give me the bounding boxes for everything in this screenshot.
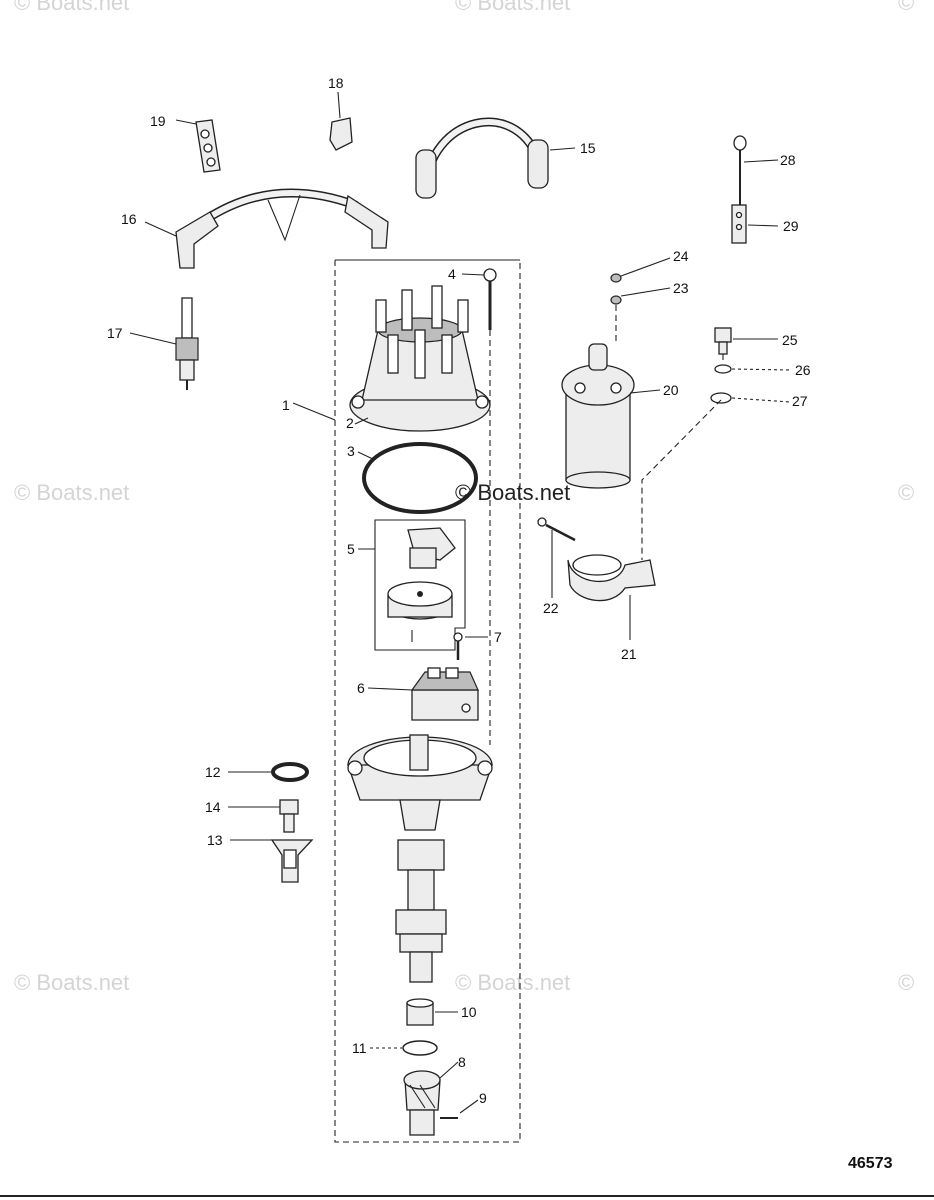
distributor-cap [349,285,491,432]
callout-12: 12 [205,764,221,780]
flat-washer [710,392,732,404]
ground-clip [731,204,747,244]
callout-labels: 1 2 3 4 5 6 7 8 9 10 11 12 13 14 15 16 1… [107,75,811,1106]
callout-13: 13 [207,832,223,848]
ground-strap [733,135,747,205]
callout-19: 19 [150,113,166,129]
callout-8: 8 [458,1054,466,1070]
callout-2: 2 [346,415,354,431]
callout-20: 20 [663,382,679,398]
bracket-bolt [714,327,732,355]
distributor-assembly-frame [334,259,521,1143]
module-screw [453,632,463,660]
spark-plug [175,297,199,390]
figure-number: 46573 [848,1155,893,1172]
bracket-screw [537,517,576,542]
coil-bracket [567,554,656,602]
watermark-top-right: © [898,0,914,15]
callout-9: 9 [479,1090,487,1106]
callout-5: 5 [347,541,355,557]
wire-separator [195,119,221,173]
callout-18: 18 [328,75,344,91]
drive-gear [403,1070,441,1136]
callout-28: 28 [780,152,796,168]
housing-seal [271,762,309,782]
watermark-mid-left: © Boats.net [14,480,129,505]
callout-17: 17 [107,325,123,341]
wire-clip-small [329,117,353,151]
callout-4: 4 [448,266,456,282]
watermark-top-center: © Boats.net [455,0,570,15]
leader-lines [129,91,791,1114]
cap-screw [483,268,497,330]
distributor-housing [347,734,493,983]
watermark-low-right: © [898,970,914,995]
watermark-low-center: © Boats.net [455,970,570,995]
callout-16: 16 [121,211,137,227]
callout-29: 29 [783,218,799,234]
callout-7: 7 [494,629,502,645]
hold-down-clamp [270,839,314,883]
coil-terminal-washer [610,273,622,283]
ignition-coil [561,343,635,489]
callout-11: 11 [352,1040,367,1056]
callout-25: 25 [782,332,798,348]
callout-21: 21 [621,646,637,662]
watermark-mid-right: © [898,480,914,505]
callout-14: 14 [205,799,221,815]
thrust-washer [402,1040,438,1056]
assembly-guides [489,305,724,745]
callout-23: 23 [673,280,689,296]
coil-wire [415,117,549,199]
callout-24: 24 [673,248,689,264]
drive-sleeve [406,998,434,1026]
ignition-module [410,667,479,721]
callout-15: 15 [580,140,596,156]
callout-6: 6 [357,680,365,696]
lock-washer [714,364,732,374]
watermark-low-left: © Boats.net [14,970,129,995]
watermark-top-left: © Boats.net [14,0,129,15]
cap-gasket [362,442,478,514]
callout-22: 22 [543,600,559,616]
clamp-bolt [279,799,299,833]
callout-3: 3 [347,443,355,459]
callout-1: 1 [282,397,290,413]
callout-27: 27 [792,393,808,409]
rotor-kit [374,519,466,651]
callout-26: 26 [795,362,811,378]
coil-terminal-nut [610,295,622,305]
callout-10: 10 [461,1004,477,1020]
spark-plug-wire [175,188,389,269]
